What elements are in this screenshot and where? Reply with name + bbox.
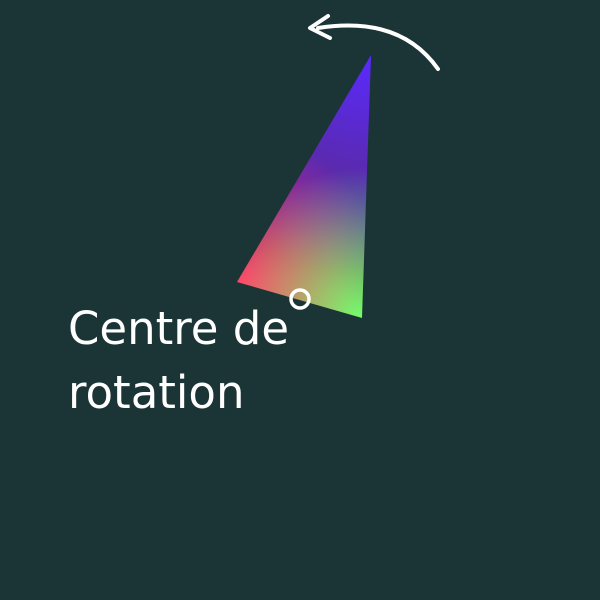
circle-marker-icon [289, 288, 311, 310]
centre-de-rotation-label: Centre de rotation [68, 302, 303, 419]
counterclockwise-arrow-icon [308, 14, 440, 71]
triangle-blue-vertex [237, 55, 371, 318]
label-line-2: rotation [68, 366, 244, 419]
label-line-1: Centre de [68, 302, 289, 355]
rgb-triangle [237, 55, 371, 318]
